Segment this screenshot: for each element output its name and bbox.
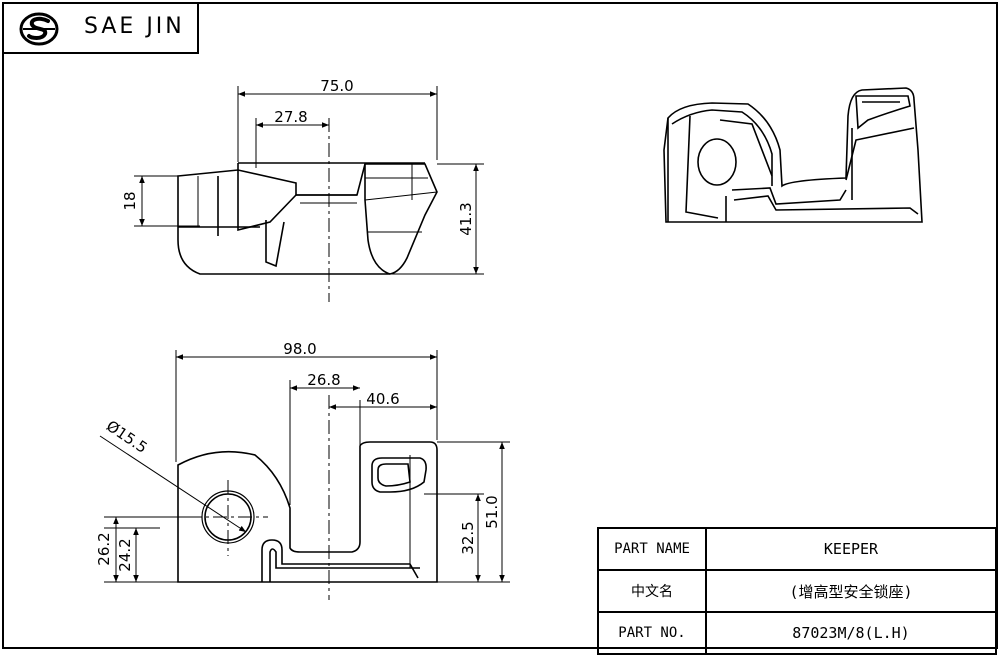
title-row-chinese-name: 中文名 (增高型安全锁座) [597,569,997,613]
dim-front-height-d: 51.0 [483,495,501,528]
dim-top-width-total: 75.0 [320,77,353,95]
dim-front-height-a: 26.2 [95,532,113,565]
dim-top-height-right: 41.3 [457,202,475,235]
isometric-view [663,87,923,223]
top-view [177,162,438,275]
title-block: PART NAME KEEPER 中文名 (增高型安全锁座) PART NO. … [597,527,997,655]
title-row-part-no: PART NO. 87023M/8(L.H) [597,611,997,655]
title-row-part-name: PART NAME KEEPER [597,527,997,571]
top-view-dimensions [134,86,484,275]
front-centerlines [188,395,330,600]
dim-front-width-b: 40.6 [366,390,399,408]
dim-front-width-a: 26.8 [307,371,340,389]
sae-jin-logo-icon [19,12,59,46]
part-name-value: KEEPER [705,527,997,571]
brand-name: SAE JIN [84,14,185,39]
front-view-dimensions [99,350,510,583]
part-no-value: 87023M/8(L.H) [705,611,997,655]
dim-front-diameter: Ø15.5 [103,417,151,457]
chinese-name-label: 中文名 [597,569,707,613]
dim-front-height-c: 32.5 [459,521,477,554]
dim-front-width-total: 98.0 [283,340,316,358]
chinese-name-value: (增高型安全锁座) [705,569,997,613]
dim-top-width-inner: 27.8 [274,108,307,126]
dim-top-height-left: 18 [121,191,139,210]
part-no-label: PART NO. [597,611,707,655]
isometric-hole [697,138,737,186]
part-name-label: PART NAME [597,527,707,571]
dim-front-height-b: 24.2 [116,538,134,571]
front-view [177,441,438,583]
brand-box [2,2,199,54]
